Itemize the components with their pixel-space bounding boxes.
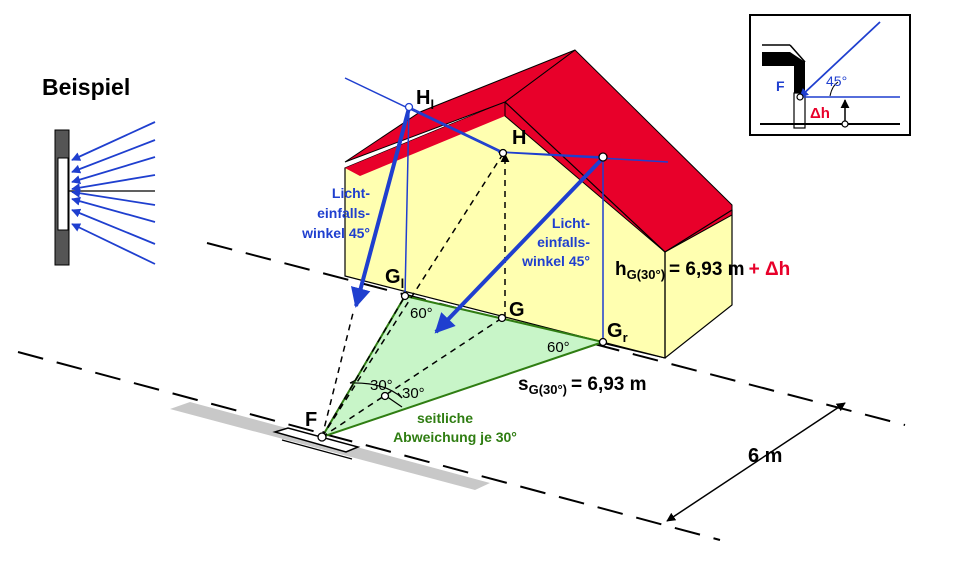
deviation-label: seitliche Abweichung je 30° bbox=[393, 410, 517, 445]
svg-text:seitliche: seitliche bbox=[417, 410, 473, 426]
label-gr: Gr bbox=[607, 320, 628, 345]
sight-lines bbox=[321, 153, 510, 438]
point-arc bbox=[380, 391, 390, 401]
svg-text:winkel 45°: winkel 45° bbox=[521, 253, 590, 269]
svg-text:einfalls-: einfalls- bbox=[317, 205, 370, 221]
svg-text:Licht-: Licht- bbox=[332, 185, 370, 201]
angle-right-60: 60° bbox=[547, 339, 570, 356]
right-light-label: Licht- einfalls- winkel 45° bbox=[521, 215, 590, 269]
distance-formula: sG(30°)= 6,93 m bbox=[518, 374, 647, 397]
point-gl bbox=[400, 291, 410, 301]
dimension-6m bbox=[666, 402, 846, 522]
point-h bbox=[498, 148, 508, 158]
label-hr: Hr bbox=[603, 129, 623, 154]
point-f bbox=[317, 432, 327, 442]
point-hr bbox=[598, 152, 608, 162]
window-strip bbox=[170, 402, 490, 490]
construction-lines bbox=[344, 77, 669, 342]
angle-30-left: 30° bbox=[370, 377, 393, 394]
inset-delta-h: Δh bbox=[810, 105, 830, 122]
point-gr bbox=[598, 337, 608, 347]
point-hl bbox=[404, 102, 414, 112]
svg-text:Abweichung je 30°: Abweichung je 30° bbox=[393, 429, 517, 445]
heading: Beispiel bbox=[42, 74, 130, 100]
label-f: F bbox=[305, 409, 317, 431]
label-hl: Hl bbox=[416, 87, 434, 112]
points bbox=[317, 102, 608, 442]
angle-arcs bbox=[349, 379, 403, 408]
height-formula: hG(30°)= 6,93 m+ Δh bbox=[615, 259, 790, 282]
angle-30-right: 30° bbox=[402, 385, 425, 402]
svg-text:einfalls-: einfalls- bbox=[537, 234, 590, 250]
label-gl: Gl bbox=[385, 266, 404, 291]
label-g: G bbox=[509, 299, 525, 321]
svg-text:winkel 45°: winkel 45° bbox=[301, 225, 370, 241]
window-example bbox=[54, 121, 156, 266]
left-light-label: Licht- einfalls- winkel 45° bbox=[301, 185, 370, 241]
light-arrows bbox=[350, 107, 605, 334]
roof-front-edge bbox=[345, 102, 505, 176]
svg-text:Licht-: Licht- bbox=[552, 215, 590, 231]
inset-angle: 45° bbox=[826, 73, 847, 89]
point-g bbox=[497, 313, 507, 323]
dimension-label: 6 m bbox=[748, 445, 782, 467]
label-h: H bbox=[512, 127, 526, 149]
angle-left-60: 60° bbox=[410, 305, 433, 322]
inset bbox=[749, 14, 911, 136]
inset-f: F bbox=[776, 78, 785, 94]
